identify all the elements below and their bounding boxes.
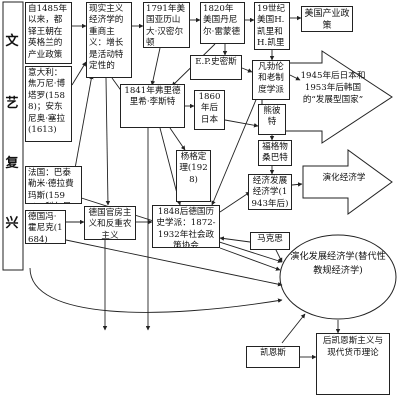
edge-class-evo	[291, 182, 303, 187]
node-veblen: 凡勃伦和老制度学派	[252, 60, 290, 100]
node-marx: 马克思	[250, 232, 290, 250]
node-1860-japan: 1860年后日本	[194, 90, 225, 130]
edge-1860-schum	[224, 119, 259, 128]
evolutionary-economics-label: 演化经济学	[322, 173, 366, 183]
evolutionary-big-arrow	[302, 149, 393, 215]
node-1841-list: 1841年弗里德里希·李斯特	[120, 84, 185, 128]
node-post-keynesian: 后凯恩斯主义与现代货币理论	[316, 333, 390, 395]
node-france: 法国：巴泰勒米·德拉費玛斯(1597)；科尔贝尔(1651年后)	[25, 166, 82, 204]
node-1791-hamilton: 1791年美国亚历山大·汉密尔顿	[143, 2, 190, 48]
edge-veb-japan	[289, 74, 301, 81]
sidebar-char-2: 艺	[5, 96, 19, 111]
node-schumpeter: 熊彼特	[258, 104, 286, 135]
central-ellipse	[279, 234, 397, 320]
edge-merc-cam	[105, 77, 111, 206]
edge-ital-merc	[71, 61, 87, 86]
node-ep-smith: E.P.史密斯	[190, 55, 242, 80]
edge-ep-veb	[241, 67, 253, 73]
node-sombart: 福格物桑巴特	[258, 140, 292, 166]
sidebar-char-1: 文	[5, 34, 19, 49]
central-ellipse-label: 演化发展经济学(替代性教规经济学)	[290, 251, 386, 276]
node-1485-tudor: 自1485年以来，都铎王朝在英格兰的产业政策	[25, 2, 72, 64]
edge-list-gar	[169, 127, 186, 151]
edge-1791-list	[150, 47, 161, 86]
node-italy: 意大利：焦万尼·博塔罗(1588)；安东尼奥·塞拉(1613)	[25, 66, 72, 142]
node-cameralism: 德国官房主义和反重农主义	[84, 206, 136, 240]
sidebar-char-3: 复	[5, 156, 19, 171]
japan-korea-label: 1945年后日本和1953年后韩国的“发展型国家”	[300, 71, 366, 105]
edge-long-curve	[29, 267, 283, 313]
node-young-theorem: 杨格定理(1928)	[176, 150, 211, 202]
node-historical-school: 1848后德国历史学派：1872-1932年社会政策协会	[152, 205, 220, 248]
node-1820-raymond: 1820年美国丹尼尔·雷蒙德	[200, 2, 245, 44]
node-us-industrial-policy: 美国产业政策	[301, 6, 353, 32]
node-mercantilism: 现实主义经济学的重商主义：增长是活动特定性的	[86, 2, 132, 78]
edge-key-ellipse	[281, 313, 306, 344]
node-19c-carey: 19世纪美国H.凯里和H.凯里	[254, 2, 290, 50]
sidebar-char-4: 兴	[5, 216, 19, 231]
node-development-economics: 经济发展经济学(1943年后)	[248, 174, 292, 210]
edge-veb-hist	[211, 94, 259, 206]
edge-hist-class	[219, 191, 251, 213]
sidebar-frame	[2, 1, 24, 271]
node-germany-hornick: 德国冯·霍尼克(1684)	[25, 210, 66, 244]
edge-hist-ellipse	[219, 247, 281, 271]
edge-de-ellipse	[65, 239, 283, 287]
node-keynes: 凯恩斯	[246, 346, 300, 368]
edge-marx-hist	[219, 236, 251, 243]
